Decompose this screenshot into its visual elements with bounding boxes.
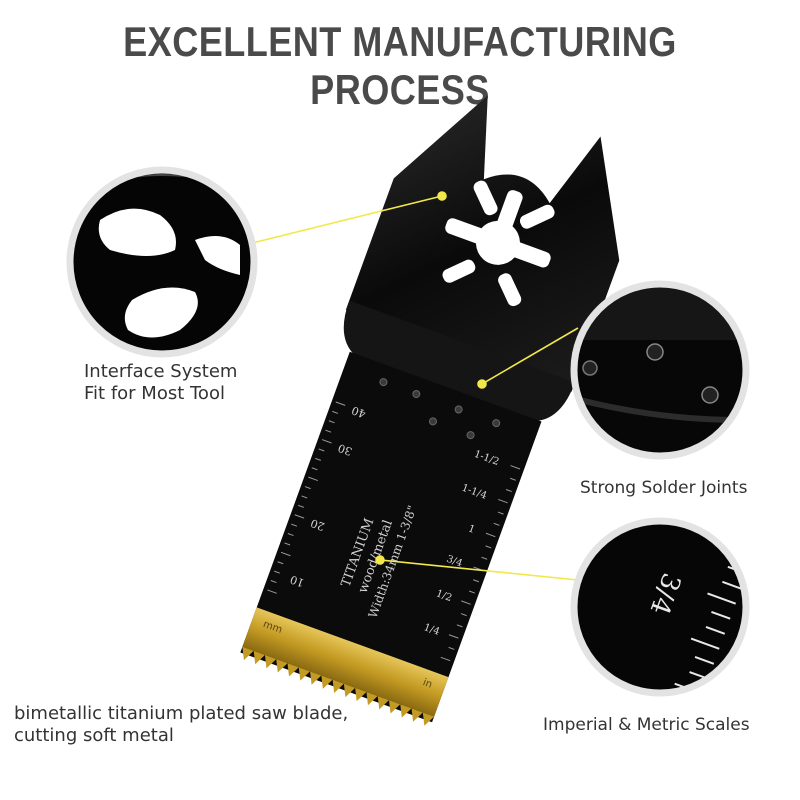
- callout-scales: Imperial & Metric Scales: [543, 714, 750, 736]
- imperial-ticks: [440, 465, 521, 662]
- leader-dot-solder: [477, 379, 487, 389]
- saw-blade: 40 30 20 10 1-1/2 1-1/4 1 3/4 1/2 1/4 TI…: [240, 95, 620, 726]
- leader-line-interface: [247, 195, 443, 245]
- leader-dot-scales: [375, 555, 385, 565]
- zoom-circle-interface: [66, 166, 258, 358]
- imperial-mark-1: 1: [467, 523, 477, 536]
- callout-interface-line1: Interface System: [84, 361, 238, 382]
- blade-bend: [343, 300, 575, 421]
- leader-line-solder: [481, 327, 579, 385]
- imperial-mark-1-2: 1/2: [434, 588, 453, 604]
- titanium-teeth-band: [242, 607, 449, 717]
- imperial-mark-3-4: 3/4: [445, 554, 464, 570]
- metric-mark-40: 40: [350, 403, 368, 420]
- callout-interface: Interface System Fit for Most Tool: [84, 361, 237, 405]
- metric-mark-10: 10: [288, 573, 306, 590]
- callout-solder: Strong Solder Joints: [580, 477, 747, 499]
- imperial-mark-1-4: 1/4: [422, 622, 441, 638]
- callout-interface-line2: Fit for Most Tool: [84, 383, 225, 404]
- callout-scales-text: Imperial & Metric Scales: [543, 715, 750, 735]
- imperial-unit-label: in: [421, 677, 433, 690]
- callout-blade: bimetallic titanium plated saw blade, cu…: [14, 703, 348, 747]
- solder-rivets: [379, 378, 501, 440]
- mount-cutout: [442, 180, 555, 307]
- saw-teeth: [242, 646, 435, 726]
- leader-dot-interface: [437, 191, 447, 201]
- metric-ticks: [267, 401, 346, 594]
- page-title: EXCELLENT MANUFACTURING PROCESS: [123, 18, 677, 113]
- metric-mark-30: 30: [336, 441, 354, 458]
- callout-blade-line2: cutting soft metal: [14, 725, 174, 746]
- callout-blade-line1: bimetallic titanium plated saw blade,: [14, 703, 349, 724]
- callout-solder-text: Strong Solder Joints: [580, 478, 748, 498]
- metric-mark-20: 20: [309, 516, 327, 533]
- zoom-circle-scales: 3/4: [570, 517, 753, 710]
- leader-line-scales: [379, 559, 579, 581]
